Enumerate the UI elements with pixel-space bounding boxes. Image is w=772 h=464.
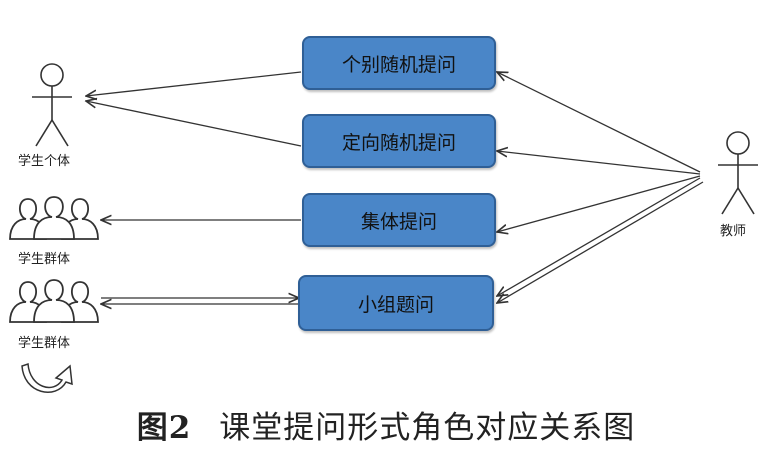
cycle-arrow-icon — [21, 362, 73, 393]
node-individual-random-question: 个别随机提问 — [302, 36, 496, 90]
stick-figure-icon — [32, 63, 72, 147]
actor-label-student-individual: 学生个体 — [18, 154, 71, 169]
edge-teacher-to-individual — [497, 72, 701, 173]
people-group-icon — [9, 279, 99, 323]
stick-figure-icon — [718, 131, 758, 215]
edge-teacher-to-group-a — [497, 177, 701, 296]
edge-individual-to-student — [86, 71, 302, 96]
edge-directed-to-student — [86, 101, 302, 147]
actor-label-student-group-1: 学生群体 — [18, 252, 71, 267]
node-directed-random-question: 定向随机提问 — [302, 114, 496, 168]
figure-number: 图2 — [136, 410, 192, 446]
figure-caption: 图2 课堂提问形式角色对应关系图 — [0, 402, 772, 447]
edge-teacher-to-group-b — [497, 181, 704, 303]
node-label: 集体提问 — [360, 210, 437, 233]
actor-label-student-group-2: 学生群体 — [18, 336, 71, 351]
node-group-question: 小组题问 — [298, 275, 494, 331]
actor-label-teacher: 教师 — [720, 224, 747, 239]
edge-teacher-to-directed — [497, 151, 701, 175]
figure-title: 课堂提问形式角色对应关系图 — [219, 410, 636, 446]
edge-teacher-to-collective — [497, 175, 701, 232]
node-label: 定向随机提问 — [341, 131, 456, 154]
node-collective-question: 集体提问 — [302, 193, 496, 247]
node-label: 个别随机提问 — [341, 53, 456, 76]
node-label: 小组题问 — [357, 293, 434, 316]
people-group-icon — [9, 196, 99, 240]
